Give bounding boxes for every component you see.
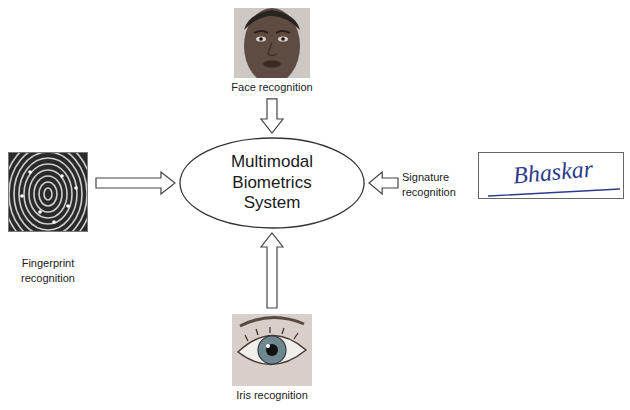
minutia [20,194,24,198]
minutiae [20,170,78,224]
ridge [44,188,52,200]
signature-text: Bhaskar [479,146,628,199]
eye-photo [232,314,312,386]
pupil [266,344,278,356]
image-panel: Fingerprint recognition [4,150,92,286]
photo-ground [232,314,312,386]
photo-ground [8,152,88,232]
eyelashes [245,327,298,341]
image-caption: Signature recognition [402,150,470,200]
image-panel: Signature recognitionBhaskar [402,150,626,200]
eye [278,36,288,41]
ridge [9,152,87,232]
brow [254,31,268,33]
pupil [259,37,263,41]
iris [258,336,286,364]
minutia [66,204,70,208]
ridge [24,164,72,224]
face-shape [244,8,300,78]
block-arrow [261,233,283,308]
block-arrow [369,172,398,194]
brow [276,31,290,33]
eye [256,36,266,41]
ridge [29,170,67,218]
image-caption: Face recognition [222,80,322,95]
block-arrow [96,172,175,194]
ridge [14,152,82,232]
minutia [38,210,42,214]
ridge [8,152,88,232]
image-caption: Fingerprint recognition [4,256,92,286]
eyebrow [240,317,304,326]
hair [244,10,300,30]
highlight [266,344,270,348]
ellipse-shape [180,138,364,228]
minutia [28,170,32,174]
ridges [8,152,88,232]
block-arrow [261,99,283,133]
eye-outline [238,335,306,364]
photo-frame [9,153,88,232]
pen-stroke [488,189,620,196]
nose [268,42,277,56]
mouth [263,61,281,68]
image-caption: Iris recognition [217,388,327,403]
minutia [60,174,64,178]
ridge [39,182,57,206]
system-label: Multimodal Biometrics System [210,152,334,213]
minutia [52,220,56,224]
image-panel: Iris recognition [217,312,327,403]
ridge [34,176,62,212]
pupil [281,37,285,41]
fingerprint-image [8,152,88,232]
system-ellipse: Multimodal Biometrics System [179,137,365,229]
image-panel: Face recognition [222,6,322,95]
minutia [74,186,78,190]
ridge [19,158,77,230]
face-photo [234,8,310,78]
